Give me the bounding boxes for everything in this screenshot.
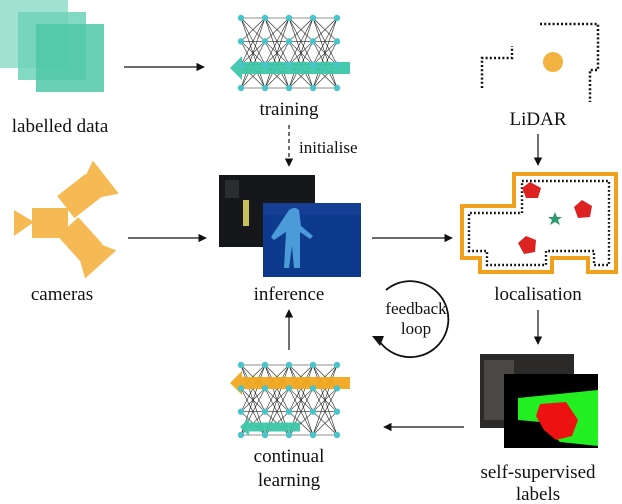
network-edge xyxy=(240,17,266,42)
labelled-data-icon xyxy=(0,0,104,92)
network-node xyxy=(285,14,293,22)
inference-images xyxy=(219,175,361,277)
network-edge xyxy=(288,17,314,42)
network-edge xyxy=(288,17,314,65)
network-node xyxy=(309,361,317,369)
network-node xyxy=(285,408,293,415)
labels-label: labels xyxy=(516,484,560,504)
network-node xyxy=(333,84,341,92)
network-node xyxy=(309,61,317,68)
network-edge xyxy=(312,17,338,89)
inference-label: inference xyxy=(254,284,325,305)
learning-label: learning xyxy=(258,470,321,491)
initialise-label: initialise xyxy=(299,138,358,157)
network-node xyxy=(285,361,293,369)
localisation-map-icon xyxy=(460,172,618,274)
network-node xyxy=(309,38,317,45)
network-edge xyxy=(264,17,290,65)
network-node xyxy=(237,385,245,392)
network-node xyxy=(261,408,269,415)
network-node xyxy=(237,14,245,22)
network-node xyxy=(261,84,269,92)
network-arrow xyxy=(230,371,350,395)
continual-network-icon xyxy=(230,361,350,439)
network-edge xyxy=(312,411,338,436)
network-node xyxy=(261,14,269,22)
self-supervised-label: self-supervised xyxy=(480,462,596,483)
network-arrow xyxy=(240,418,300,436)
network-node xyxy=(333,408,341,415)
network-node xyxy=(309,14,317,22)
network-node xyxy=(333,385,341,392)
network-node xyxy=(261,385,269,392)
network-node xyxy=(237,408,245,415)
network-node xyxy=(333,361,341,369)
network-node xyxy=(261,61,269,68)
labelled-data-label: labelled data xyxy=(12,116,109,137)
training-network-icon xyxy=(230,14,350,92)
network-node xyxy=(237,431,245,439)
network-node xyxy=(237,361,245,369)
lidar-icon xyxy=(480,22,600,102)
network-arrow xyxy=(230,56,350,80)
network-node xyxy=(309,84,317,92)
network-node xyxy=(333,431,341,439)
network-node xyxy=(285,385,293,392)
loop-label: loop xyxy=(401,319,431,338)
network-node xyxy=(261,431,269,439)
network-node xyxy=(309,385,317,392)
network-node xyxy=(261,38,269,45)
network-edge xyxy=(240,17,266,65)
feedback-loop-arrowhead xyxy=(372,336,384,346)
lidar-label: LiDAR xyxy=(510,109,567,130)
feedback-loop-circle xyxy=(379,280,450,359)
network-edge xyxy=(264,17,290,42)
network-node xyxy=(333,61,341,68)
network-node xyxy=(285,61,293,68)
network-node xyxy=(237,38,245,45)
cameras-label: cameras xyxy=(31,284,93,305)
network-node xyxy=(309,408,317,415)
network-node xyxy=(285,431,293,439)
network-edge xyxy=(240,17,266,89)
network-node xyxy=(261,361,269,369)
network-edge xyxy=(312,388,338,436)
camera-icon xyxy=(14,160,119,279)
network-node xyxy=(333,14,341,22)
network-edge xyxy=(288,17,314,89)
training-label: training xyxy=(259,99,319,120)
network-edge xyxy=(312,17,338,42)
network-edge xyxy=(312,17,338,65)
localisation-label: localisation xyxy=(494,284,582,305)
network-edge xyxy=(264,17,290,89)
network-node xyxy=(309,431,317,439)
network-node xyxy=(285,84,293,92)
network-node xyxy=(237,61,245,68)
network-edge xyxy=(312,364,338,436)
network-node xyxy=(237,84,245,92)
continual-label: continual xyxy=(254,446,325,467)
network-node xyxy=(285,38,293,45)
network-node xyxy=(333,38,341,45)
self-supervised-label-images xyxy=(480,354,598,448)
feedback-label: feedback xyxy=(385,299,447,318)
